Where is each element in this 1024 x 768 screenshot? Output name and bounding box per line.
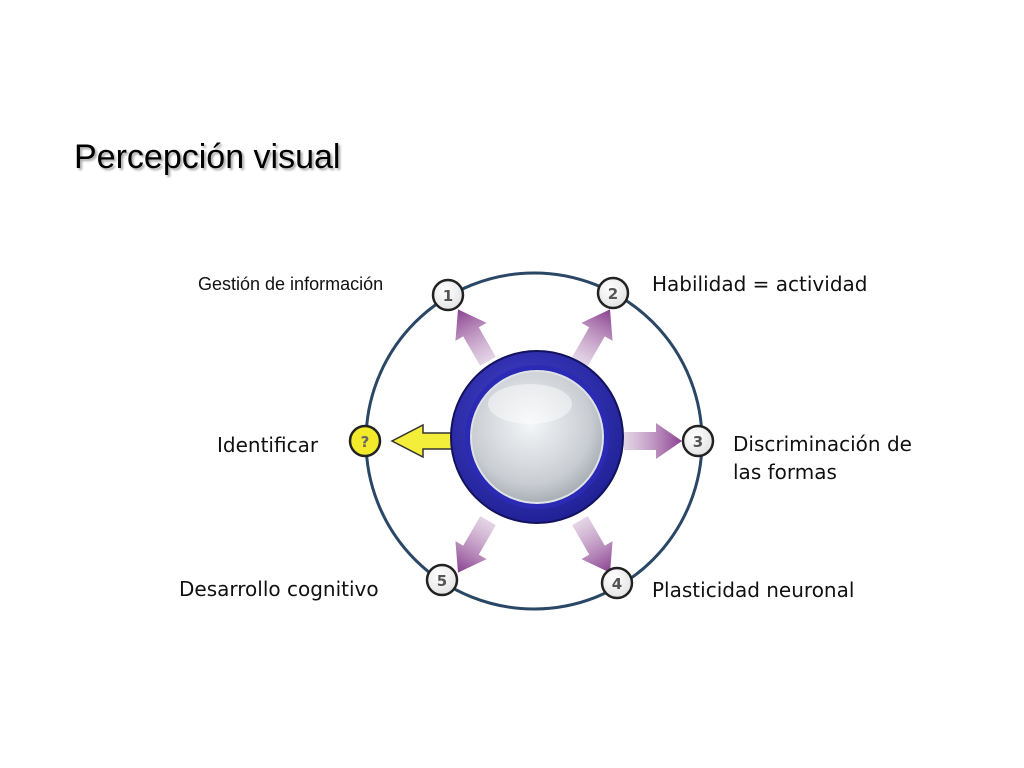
node-5: 5 <box>425 563 459 597</box>
svg-text:?: ? <box>361 433 370 451</box>
hub-circle <box>450 350 624 524</box>
node-4: 4 <box>600 566 634 600</box>
arrow-to-node-question <box>390 423 453 459</box>
label-node-2: Habilidad = actividad <box>652 272 868 296</box>
slide-title: Percepción visual <box>74 138 341 176</box>
node-3: 3 <box>681 424 715 458</box>
label-node-3-line1: Discriminación de <box>733 432 912 456</box>
node-2: 2 <box>596 276 630 310</box>
label-node-4: Plasticidad neuronal <box>652 578 855 602</box>
label-node-3-line2: las formas <box>733 460 837 484</box>
arrow-to-node-2 <box>572 309 613 366</box>
arrow-to-node-1 <box>455 309 496 366</box>
svg-text:2: 2 <box>608 285 618 303</box>
svg-text:3: 3 <box>693 433 703 451</box>
arrow-to-node-3 <box>624 423 682 459</box>
label-node-5: Desarrollo cognitivo <box>179 577 379 601</box>
svg-text:5: 5 <box>437 572 447 590</box>
node-1: 1 <box>431 278 465 312</box>
label-node-question: Identificar <box>217 433 319 457</box>
node-question: ? <box>348 424 382 458</box>
svg-text:4: 4 <box>612 575 622 593</box>
svg-text:1: 1 <box>443 287 453 305</box>
label-node-1: Gestión de información <box>198 274 384 294</box>
arrow-to-node-4 <box>572 516 613 573</box>
arrow-to-node-5 <box>455 516 496 573</box>
